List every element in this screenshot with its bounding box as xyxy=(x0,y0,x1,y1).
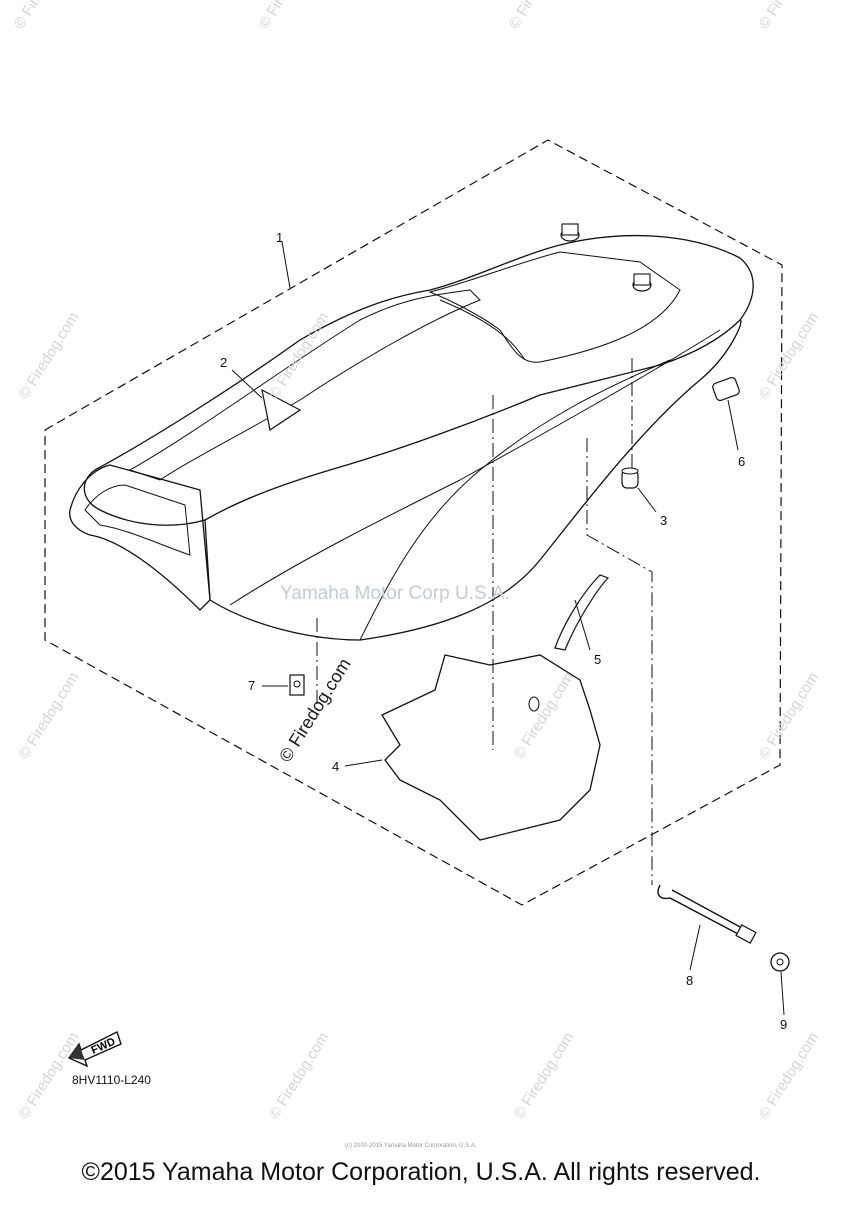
part-7 xyxy=(289,674,305,696)
callout-1: 1 xyxy=(276,230,284,245)
callout-6: 6 xyxy=(738,454,746,469)
part-9 xyxy=(770,952,790,972)
part-6 xyxy=(712,376,740,402)
copyright-notice: ©2015 Yamaha Motor Corporation, U.S.A. A… xyxy=(81,1158,761,1186)
callout-9: 9 xyxy=(780,1017,788,1032)
part-8 xyxy=(657,884,741,936)
tiny-copyright: (c) 2000-2015 Yamaha Motor Corporation, … xyxy=(345,1143,477,1149)
seat-top xyxy=(83,234,754,526)
callout-3: 3 xyxy=(660,513,668,528)
callout-5: 5 xyxy=(594,652,602,667)
drawing-code: 8HV1110-L240 xyxy=(72,1073,151,1087)
front-grab-handle xyxy=(69,464,211,611)
seat-side xyxy=(204,319,742,641)
center-watermark: Yamaha Motor Corp U.S.A. xyxy=(280,583,510,604)
part-4 xyxy=(381,654,601,841)
assembly-boundary xyxy=(44,139,783,906)
callout-2: 2 xyxy=(220,355,228,370)
part-5 xyxy=(554,574,610,651)
callout-7: 7 xyxy=(248,678,256,693)
sticker-part-2 xyxy=(261,388,302,431)
fwd-label: FWD xyxy=(89,1036,117,1057)
fwd-arrow-icon: FWD xyxy=(65,1022,125,1073)
callout-4: 4 xyxy=(332,759,340,774)
callout-8: 8 xyxy=(686,973,694,988)
